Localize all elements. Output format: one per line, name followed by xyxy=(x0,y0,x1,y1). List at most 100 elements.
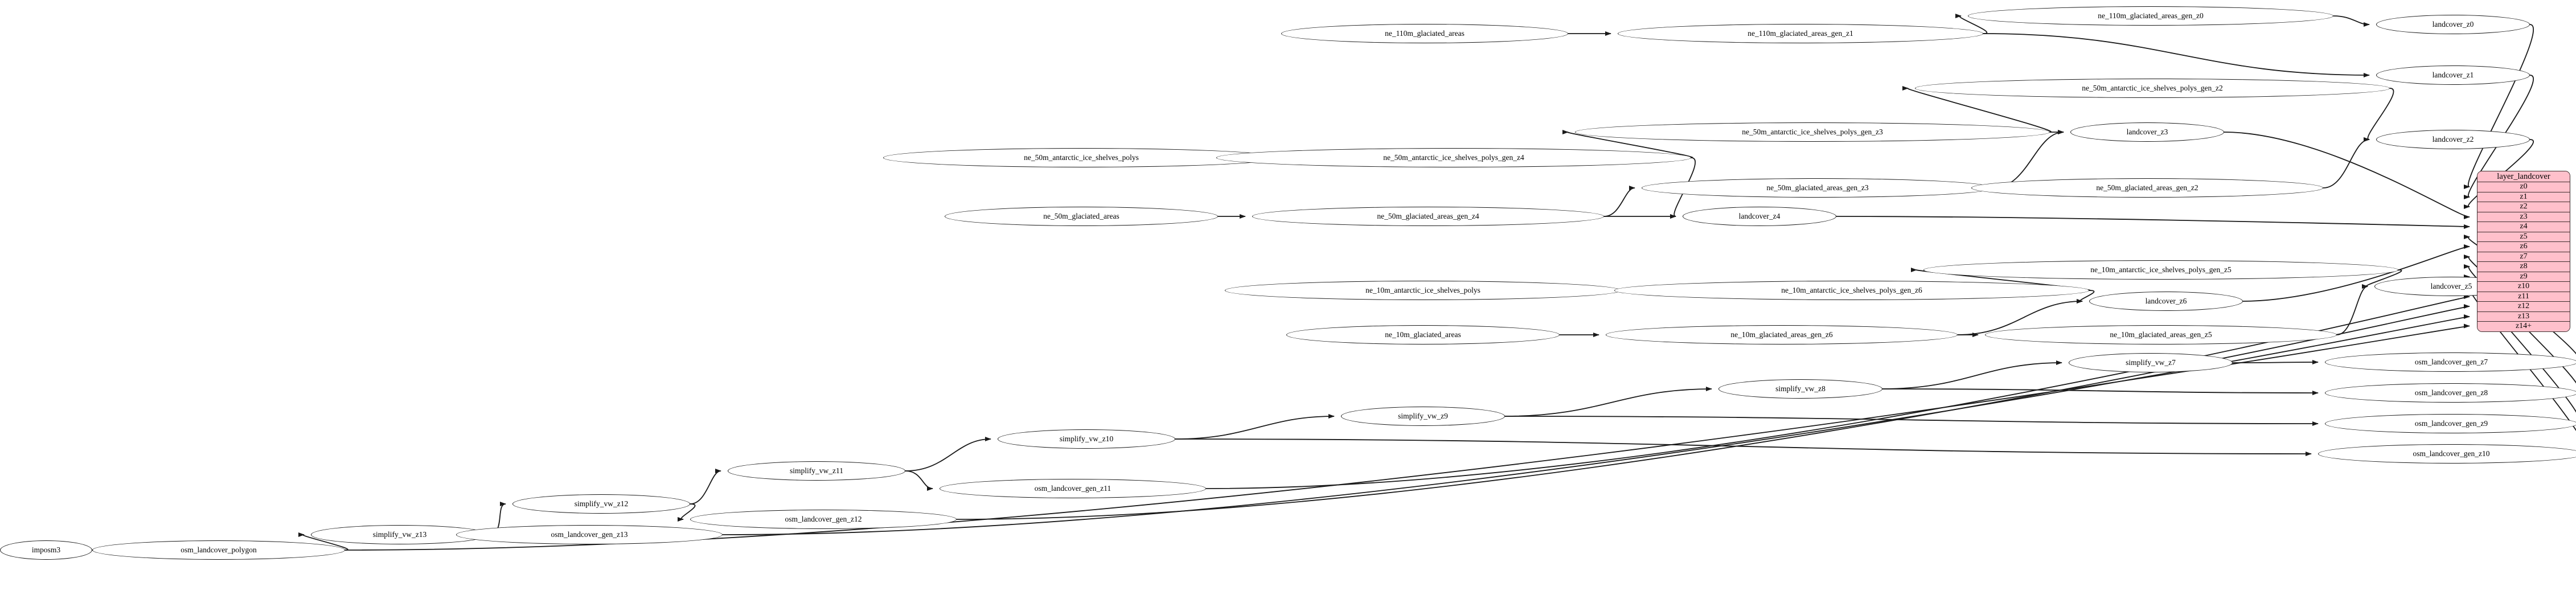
edge-ne_50m_glaciated_areas_gen_z4-to-ne_50m_glaciated_areas_gen_z3 xyxy=(1603,186,1635,217)
graph-node-ne_50m_antarctic_ice_shelves_polys_gen_z4[interactable]: ne_50m_antarctic_ice_shelves_polys_gen_z… xyxy=(1216,148,1691,167)
graph-node-osm_landcover_gen_z7[interactable]: osm_landcover_gen_z7 xyxy=(2325,352,2576,372)
graph-node-label: osm_landcover_polygon xyxy=(181,546,257,554)
edge-osm_landcover_gen_z11-to-layer-z11 xyxy=(1205,294,2470,489)
record-row-z14+[interactable]: z14+ xyxy=(2477,322,2570,331)
graph-node-label: ne_110m_glaciated_areas_gen_z1 xyxy=(1748,29,1853,38)
graph-node-label: ne_50m_glaciated_areas_gen_z2 xyxy=(2096,183,2198,192)
graph-node-osm_landcover_gen_z8[interactable]: osm_landcover_gen_z8 xyxy=(2325,383,2576,403)
edge-simplify_vw_z9-to-simplify_vw_z8 xyxy=(1504,387,1712,417)
graph-node-imposm3[interactable]: imposm3 xyxy=(0,540,92,560)
edge-landcover_z6-to-layer-z6 xyxy=(2242,244,2470,302)
graph-node-simplify_vw_z8[interactable]: simplify_vw_z8 xyxy=(1718,379,1882,399)
graph-node-ne_50m_antarctic_ice_shelves_polys_gen_z3[interactable]: ne_50m_antarctic_ice_shelves_polys_gen_z… xyxy=(1575,122,2050,142)
graph-node-ne_110m_glaciated_areas[interactable]: ne_110m_glaciated_areas xyxy=(1281,24,1568,43)
record-row-z7[interactable]: z7 xyxy=(2477,252,2570,262)
graph-node-ne_10m_antarctic_ice_shelves_polys_gen_z5[interactable]: ne_10m_antarctic_ice_shelves_polys_gen_z… xyxy=(1923,260,2398,280)
graph-node-osm_landcover_gen_z11[interactable]: osm_landcover_gen_z11 xyxy=(940,479,1206,498)
graph-node-label: ne_110m_glaciated_areas_gen_z0 xyxy=(2098,11,2204,20)
graph-node-osm_landcover_polygon[interactable]: osm_landcover_polygon xyxy=(92,540,345,560)
record-row-z0[interactable]: z0 xyxy=(2477,182,2570,192)
edge-osm_landcover_gen_z13-to-layer-z13 xyxy=(722,314,2470,535)
graph-node-osm_landcover_gen_z12[interactable]: osm_landcover_gen_z12 xyxy=(690,510,957,529)
graph-node-ne_10m_antarctic_ice_shelves_polys[interactable]: ne_10m_antarctic_ice_shelves_polys xyxy=(1225,281,1621,300)
record-row-z5[interactable]: z5 xyxy=(2477,232,2570,242)
graph-node-osm_landcover_gen_z13[interactable]: osm_landcover_gen_z13 xyxy=(456,525,723,544)
edge-ne_10m_antarctic_ice_shelves_polys_gen_z5-to-landcover_z5 xyxy=(2361,269,2402,289)
record-row-z12[interactable]: z12 xyxy=(2477,302,2570,312)
edge-ne_110m_glaciated_areas_gen_z1-to-ne_110m_glaciated_areas_gen_z0 xyxy=(1955,14,1988,34)
graph-node-ne_10m_glaciated_areas[interactable]: ne_10m_glaciated_areas xyxy=(1286,325,1560,345)
graph-node-label: osm_landcover_gen_z11 xyxy=(1034,484,1111,493)
edge-landcover_z4-to-layer-z4 xyxy=(1836,216,2470,229)
record-row-z8[interactable]: z8 xyxy=(2477,262,2570,272)
graph-node-ne_50m_glaciated_areas_gen_z3[interactable]: ne_50m_glaciated_areas_gen_z3 xyxy=(1642,178,1993,198)
graph-node-landcover_z3[interactable]: landcover_z3 xyxy=(2070,122,2224,142)
record-row-z6[interactable]: z6 xyxy=(2477,242,2570,252)
record-row-z1[interactable]: z1 xyxy=(2477,192,2570,202)
edge-ne_10m_antarctic_ice_shelves_polys_gen_z6-to-landcover_z6 xyxy=(2076,290,2095,304)
graph-node-label: simplify_vw_z13 xyxy=(372,530,427,539)
edge-landcover_z3-to-layer-z3 xyxy=(2224,132,2470,219)
graph-node-label: ne_10m_glaciated_areas xyxy=(1385,330,1461,339)
graph-node-label: osm_landcover_gen_z13 xyxy=(551,530,628,539)
graph-node-label: ne_50m_antarctic_ice_shelves_polys xyxy=(1024,153,1139,162)
graph-node-ne_110m_glaciated_areas_gen_z0[interactable]: ne_110m_glaciated_areas_gen_z0 xyxy=(1968,6,2333,26)
graph-node-label: ne_10m_antarctic_ice_shelves_polys_gen_z… xyxy=(2090,265,2232,274)
graph-node-simplify_vw_z7[interactable]: simplify_vw_z7 xyxy=(2069,353,2233,372)
graph-node-landcover_z1[interactable]: landcover_z1 xyxy=(2376,65,2530,85)
graph-node-ne_50m_glaciated_areas_gen_z4[interactable]: ne_50m_glaciated_areas_gen_z4 xyxy=(1252,207,1604,226)
record-row-z10[interactable]: z10 xyxy=(2477,282,2570,292)
record-row-z13[interactable]: z13 xyxy=(2477,311,2570,322)
edge-osm_landcover_polygon-to-layer-z14+ xyxy=(344,323,2470,551)
edge-simplify_vw_z10-to-simplify_vw_z9 xyxy=(1175,414,1335,440)
graph-node-ne_10m_glaciated_areas_gen_z5[interactable]: ne_10m_glaciated_areas_gen_z5 xyxy=(1985,325,2337,345)
record-row-z11[interactable]: z11 xyxy=(2477,292,2570,302)
graph-node-ne_50m_antarctic_ice_shelves_polys_gen_z2[interactable]: ne_50m_antarctic_ice_shelves_polys_gen_z… xyxy=(1915,79,2390,98)
edge-ne_50m_antarctic_ice_shelves_polys_gen_z2-to-landcover_z2 xyxy=(2363,88,2394,142)
record-row-z2[interactable]: z2 xyxy=(2477,202,2570,212)
edge-simplify_vw_z11-to-simplify_vw_z10 xyxy=(905,437,991,471)
edge-simplify_vw_z7-to-osm_landcover_gen_z7 xyxy=(2232,360,2319,365)
graph-node-ne_10m_glaciated_areas_gen_z6[interactable]: ne_10m_glaciated_areas_gen_z6 xyxy=(1606,325,1958,345)
record-row-z9[interactable]: z9 xyxy=(2477,272,2570,282)
graph-node-label: ne_110m_glaciated_areas xyxy=(1385,29,1465,38)
graph-node-landcover_z6[interactable]: landcover_z6 xyxy=(2089,292,2243,311)
record-row-z3[interactable]: z3 xyxy=(2477,212,2570,222)
graph-node-label: osm_landcover_gen_z7 xyxy=(2414,358,2488,366)
edge-simplify_vw_z12-to-simplify_vw_z11 xyxy=(690,469,721,505)
graph-node-osm_landcover_gen_z9[interactable]: osm_landcover_gen_z9 xyxy=(2325,414,2576,433)
graph-node-label: ne_50m_antarctic_ice_shelves_polys_gen_z… xyxy=(1383,153,1524,162)
graph-node-label: ne_50m_antarctic_ice_shelves_polys_gen_z… xyxy=(1742,128,1883,136)
edge-simplify_vw_z8-to-simplify_vw_z7 xyxy=(1882,360,2062,389)
graph-node-label: simplify_vw_z8 xyxy=(1775,384,1826,393)
graph-node-simplify_vw_z9[interactable]: simplify_vw_z9 xyxy=(1341,407,1505,426)
graph-node-osm_landcover_gen_z10[interactable]: osm_landcover_gen_z10 xyxy=(2318,444,2576,464)
graph-node-label: simplify_vw_z12 xyxy=(574,499,629,508)
graph-node-ne_110m_glaciated_areas_gen_z1[interactable]: ne_110m_glaciated_areas_gen_z1 xyxy=(1618,24,1983,43)
graph-node-simplify_vw_z10[interactable]: simplify_vw_z10 xyxy=(998,429,1175,449)
graph-node-label: ne_50m_glaciated_areas_gen_z4 xyxy=(1377,212,1479,220)
edge-simplify_vw_z11-to-osm_landcover_gen_z11 xyxy=(905,470,933,491)
graph-node-label: simplify_vw_z11 xyxy=(790,466,843,475)
graph-node-ne_50m_glaciated_areas_gen_z2[interactable]: ne_50m_glaciated_areas_gen_z2 xyxy=(1971,178,2323,198)
edge-ne_110m_glaciated_areas_gen_z1-to-landcover_z1 xyxy=(1983,33,2370,77)
graph-node-landcover_z0[interactable]: landcover_z0 xyxy=(2376,15,2530,34)
graph-node-ne_50m_glaciated_areas[interactable]: ne_50m_glaciated_areas xyxy=(945,207,1218,226)
edge-ne_10m_glaciated_areas_gen_z5-to-landcover_z5 xyxy=(2336,284,2368,335)
graph-node-simplify_vw_z12[interactable]: simplify_vw_z12 xyxy=(512,494,690,514)
record-header: layer_landcover xyxy=(2477,171,2570,182)
edge-ne_110m_glaciated_areas_gen_z0-to-landcover_z0 xyxy=(2333,15,2370,27)
graph-node-landcover_z2[interactable]: landcover_z2 xyxy=(2376,130,2530,149)
graph-node-landcover_z4[interactable]: landcover_z4 xyxy=(1683,207,1836,226)
graph-node-label: landcover_z3 xyxy=(2126,128,2168,136)
graph-node-ne_10m_antarctic_ice_shelves_polys_gen_z6[interactable]: ne_10m_antarctic_ice_shelves_polys_gen_z… xyxy=(1614,281,2089,300)
graph-node-label: ne_50m_antarctic_ice_shelves_polys_gen_z… xyxy=(2082,84,2223,92)
graph-node-simplify_vw_z11[interactable]: simplify_vw_z11 xyxy=(728,461,905,481)
edge-simplify_vw_z12-to-osm_landcover_gen_z12 xyxy=(677,503,696,522)
record-row-z4[interactable]: z4 xyxy=(2477,222,2570,232)
graph-node-label: ne_10m_glaciated_areas_gen_z6 xyxy=(1730,330,1833,339)
edge-simplify_vw_z8-to-osm_landcover_gen_z8 xyxy=(1882,388,2319,395)
edge-ne_50m_antarctic_ice_shelves_polys_gen_z3-to-ne_50m_antarctic_ice_shelves_polys_gen_z2 xyxy=(1902,86,2052,133)
